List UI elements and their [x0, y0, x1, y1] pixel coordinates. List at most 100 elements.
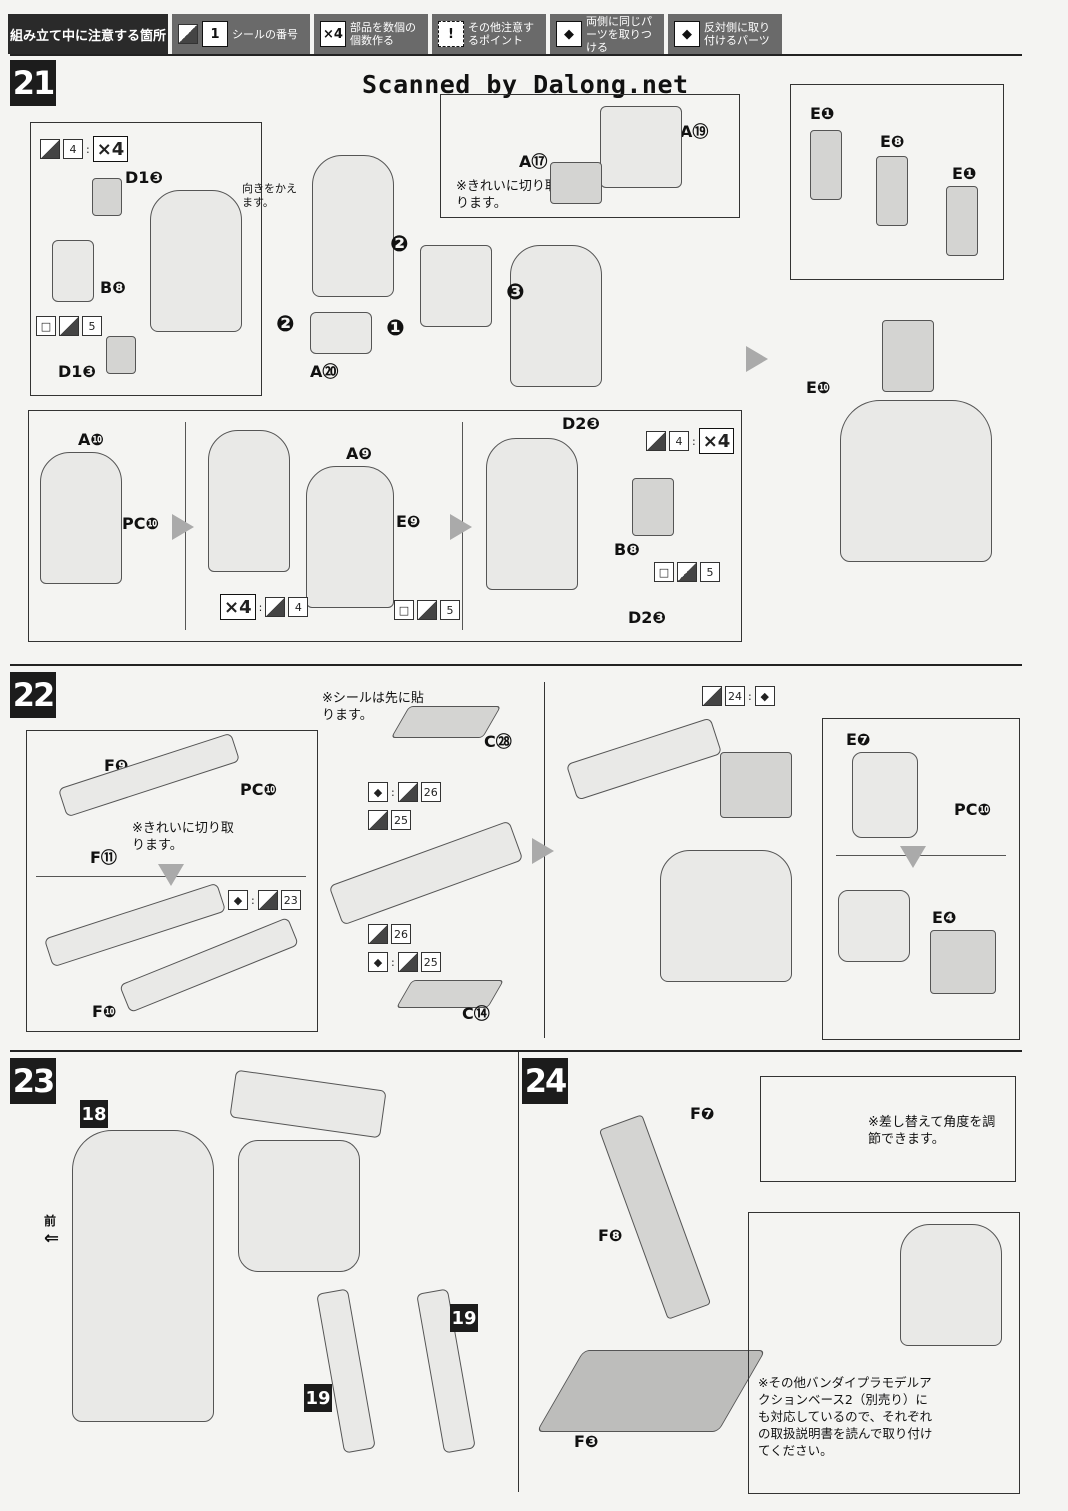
seal-icon	[40, 139, 60, 159]
part-label: A❾	[346, 444, 372, 463]
seal-icon	[677, 562, 697, 582]
step-number-23: 23	[10, 1058, 56, 1104]
legend-text: 部品を数個の個数作る	[350, 21, 416, 47]
note-text: 向きをかえます。	[242, 182, 297, 209]
part-label: A❿	[78, 430, 104, 449]
part-drawing	[876, 156, 908, 226]
inset-box-action-base	[748, 1212, 1020, 1494]
part-drawing	[229, 1069, 387, 1139]
seal-icon	[257, 890, 278, 910]
step-flow-arrow	[900, 846, 926, 868]
part-label: PC❿	[240, 780, 278, 799]
part-drawing	[510, 245, 602, 387]
seal-tag: ×4:4	[220, 594, 309, 620]
part-drawing	[536, 1350, 766, 1432]
seal-tag: 26	[368, 924, 411, 944]
divider	[10, 664, 1022, 666]
part-drawing	[486, 438, 578, 590]
part-label: D2❸	[628, 608, 666, 627]
part-label: F❸	[574, 1432, 599, 1451]
part-label: E❶	[810, 104, 835, 123]
part-drawing	[852, 752, 918, 838]
legend-title: 組み立て中に注意する箇所	[8, 14, 168, 54]
part-drawing	[660, 850, 792, 982]
seal-tag: ◆:25	[368, 952, 441, 972]
part-drawing	[310, 312, 372, 354]
part-drawing	[92, 178, 122, 216]
part-label: B❽	[614, 540, 640, 559]
legend-text: シールの番号	[232, 27, 298, 41]
seal-tag: □5	[654, 562, 720, 582]
step-reference-badge: 18	[80, 1100, 108, 1128]
part-drawing	[882, 320, 934, 392]
part-drawing	[312, 155, 394, 297]
divider	[518, 1052, 519, 1492]
part-drawing	[930, 930, 996, 994]
part-drawing	[390, 706, 502, 738]
part-label: D1❸	[125, 168, 163, 187]
legend-text: 両側に同じパーツを取りつける	[586, 14, 652, 54]
seal-icon	[397, 952, 418, 972]
seal-tag: □5	[394, 600, 460, 620]
step-number-22: 22	[10, 672, 56, 718]
opposite-side-icon: ◆	[674, 21, 700, 47]
inset-box-e-frame	[822, 718, 1020, 1040]
seal-tag: 24:◆	[702, 686, 775, 706]
part-label: PC❿	[122, 514, 160, 533]
step-flow-arrow	[532, 838, 554, 864]
step-flow-arrow	[158, 864, 184, 886]
legend-text: 反対側に取り付けるパーツ	[704, 21, 770, 47]
part-label: E❾	[396, 512, 421, 531]
step-reference-badge: 19	[450, 1304, 478, 1332]
part-drawing	[720, 752, 792, 818]
divider	[10, 54, 1022, 56]
part-drawing	[946, 186, 978, 256]
front-direction-label: 前	[44, 1214, 57, 1228]
part-label: F❿	[92, 1002, 117, 1021]
part-label: B❽	[100, 278, 126, 297]
part-label: A⑰	[519, 152, 548, 171]
seal-tag: ◆:23	[228, 890, 301, 910]
seal-icon	[646, 431, 666, 451]
part-drawing	[600, 106, 682, 188]
part-label: C⑭	[462, 1004, 490, 1023]
part-drawing	[840, 400, 992, 562]
note-text: ※差し替えて角度を調節できます。	[868, 1115, 996, 1147]
part-drawing	[106, 336, 136, 374]
seal-icon	[59, 316, 79, 336]
part-drawing	[565, 717, 723, 801]
part-label: A⑳	[310, 362, 339, 381]
seal-tag: 4:×4	[646, 428, 735, 454]
robot-figure-drawing	[72, 1130, 214, 1422]
order-marker: ❷	[390, 232, 409, 257]
part-label: PC❿	[954, 800, 992, 819]
part-label: E❽	[880, 132, 905, 151]
seal-tag: 25	[368, 810, 411, 830]
part-label: D1❸	[58, 362, 96, 381]
seal-icon	[397, 782, 418, 802]
part-drawing	[306, 466, 394, 608]
robot-figure-drawing	[900, 1224, 1002, 1346]
part-label: F❼	[690, 1104, 715, 1123]
caution-icon: !	[438, 21, 464, 47]
seal-icon	[368, 810, 388, 830]
part-drawing	[598, 1114, 712, 1320]
seal-icon	[702, 686, 722, 706]
seal-icon	[265, 597, 286, 617]
seal-icon	[417, 600, 437, 620]
note-text: ※きれいに切り取ります。	[456, 179, 558, 211]
step-reference-badge: 19	[304, 1384, 332, 1412]
step-flow-arrow	[172, 514, 194, 540]
part-label: E❹	[932, 908, 957, 927]
part-drawing	[328, 820, 524, 926]
part-label: E❶	[952, 164, 977, 183]
divider	[10, 1050, 1022, 1052]
subassembly-box-f-parts	[26, 730, 318, 1032]
arrow-left-icon: ⇐	[44, 1228, 60, 1249]
legend-opposite-side: ◆ 反対側に取り付けるパーツ	[668, 14, 782, 54]
order-marker: ❶	[386, 316, 405, 341]
order-marker: ❷	[276, 312, 295, 337]
part-label: F⑪	[90, 848, 117, 867]
part-drawing	[810, 130, 842, 200]
part-label: D2❸	[562, 414, 600, 433]
